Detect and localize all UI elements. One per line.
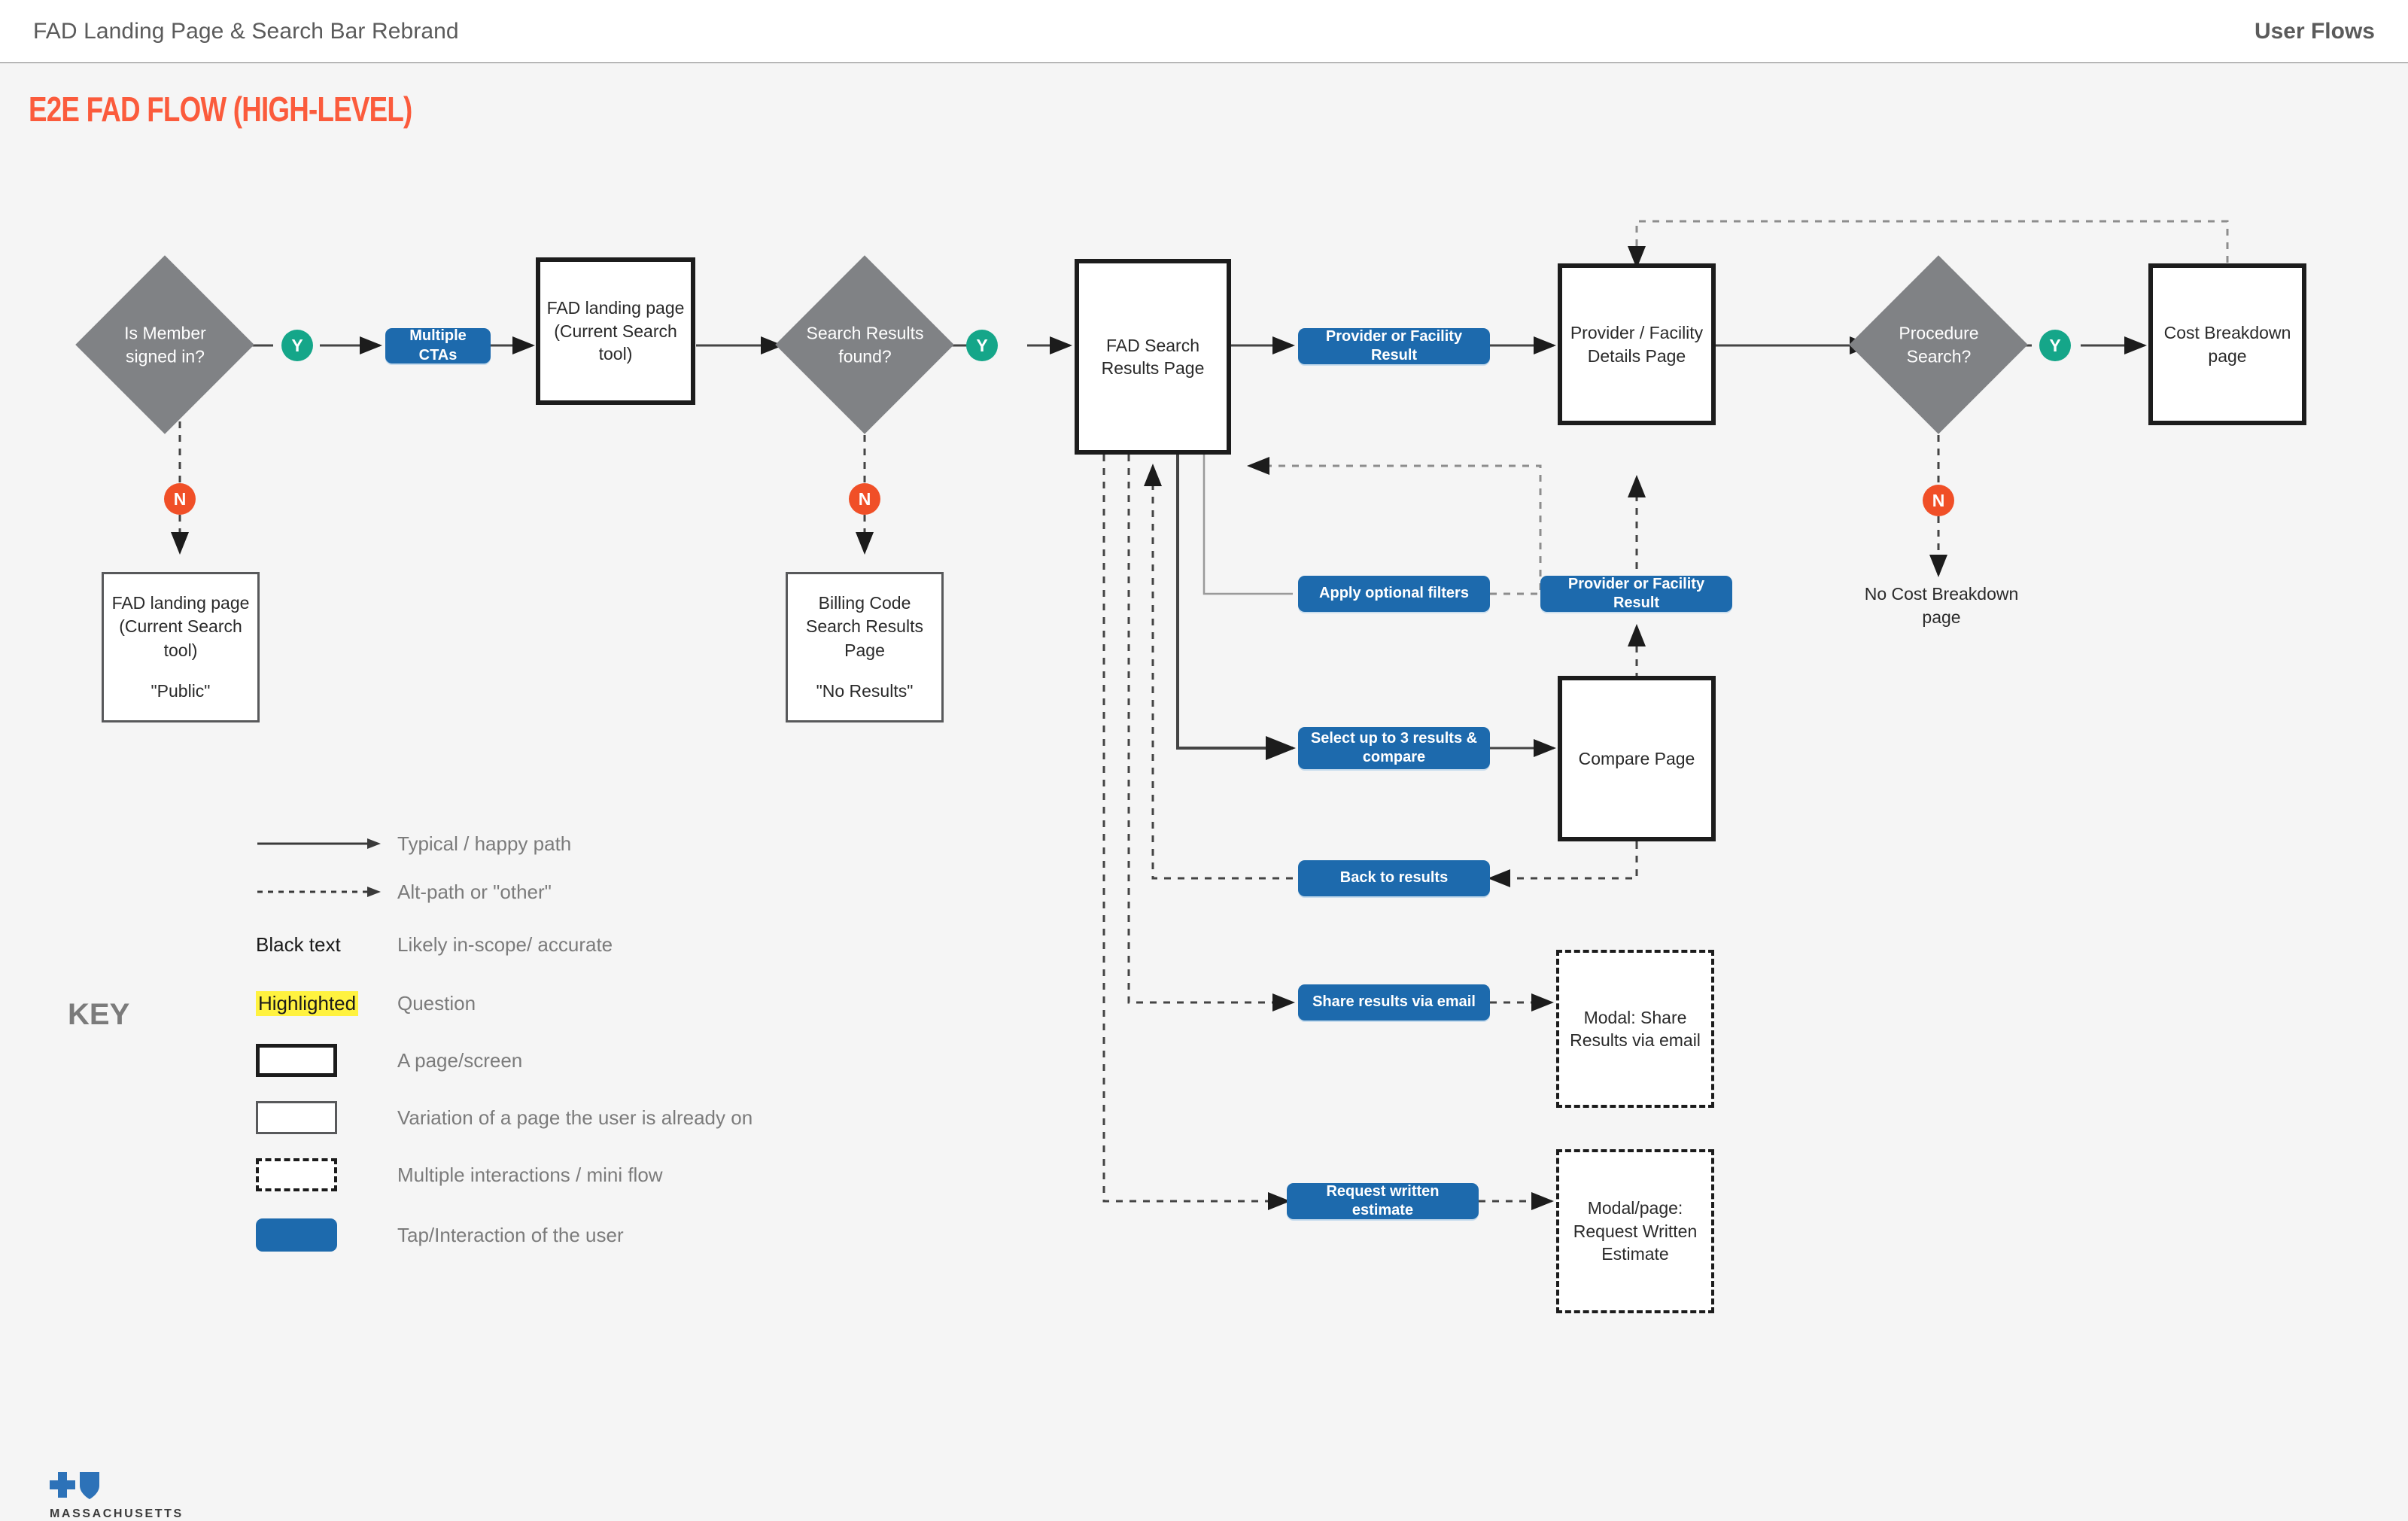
legend-label-tap: Tap/Interaction of the user [397,1223,624,1246]
legend-row-black-text: Black text Likely in-scope/ accurate [256,924,613,965]
miniflow-modal-request-estimate[interactable]: Modal/page: Request Written Estimate [1556,1149,1714,1313]
dashed-arrow-icon [256,884,391,900]
legend-label-page-screen: A page/screen [397,1048,523,1072]
page-compare[interactable]: Compare Page [1558,676,1716,841]
variation-fad-landing-public-line2: "Public" [150,680,211,701]
badge-yes-procedure-search: Y [2039,330,2071,361]
legend-row-tap: Tap/Interaction of the user [256,1215,624,1255]
page-fad-search-results[interactable]: FAD Search Results Page [1075,259,1231,455]
variation-fad-landing-public-line1: FAD landing page (Current Search tool) [111,592,250,660]
decision-is-member-signed-in-label: Is Member signed in? [123,323,206,366]
legend-row-miniflow: Multiple interactions / mini flow [256,1154,663,1195]
tap-request-written-estimate[interactable]: Request written estimate [1287,1183,1479,1219]
legend-title: KEY [68,998,130,1031]
legend-row-highlighted: Highlighted Question [256,983,476,1024]
decision-search-results-found: Search Results found? [775,255,954,434]
page-fad-landing[interactable]: FAD landing page (Current Search tool) [536,257,695,405]
tap-select-up-to-3-results[interactable]: Select up to 3 results & compare [1298,727,1490,769]
legend-row-alt-path: Alt-path or "other" [256,872,552,912]
miniflow-box-icon [256,1158,337,1191]
tap-multiple-ctas[interactable]: Multiple CTAs [385,327,491,364]
decision-is-member-signed-in: Is Member signed in? [75,255,254,434]
page-cost-breakdown[interactable]: Cost Breakdown page [2148,263,2306,425]
badge-yes-signed-in: Y [281,330,313,361]
legend-label-black-text: Likely in-scope/ accurate [397,932,613,956]
tap-apply-optional-filters[interactable]: Apply optional filters [1298,576,1490,612]
legend-label-miniflow: Multiple interactions / mini flow [397,1163,663,1186]
badge-yes-results-found: Y [966,330,998,361]
legend-label-highlighted: Question [397,991,476,1015]
legend-label-typical-path: Typical / happy path [397,832,572,855]
solid-arrow-icon [256,835,391,852]
variation-fad-landing-public[interactable]: FAD landing page (Current Search tool) "… [102,572,260,722]
tap-provider-or-facility-result-mid[interactable]: Provider or Facility Result [1540,576,1732,612]
tap-back-to-results[interactable]: Back to results [1298,860,1490,896]
logo-wordmark: MASSACHUSETTS [50,1507,184,1520]
badge-no-results-found: N [849,483,880,515]
legend-label-variation: Variation of a page the user is already … [397,1106,753,1129]
app-header: FAD Landing Page & Search Bar Rebrand Us… [0,0,2408,63]
legend-row-typical-path: Typical / happy path [256,823,571,864]
tap-share-results-via-email[interactable]: Share results via email [1298,984,1490,1021]
variation-billing-code-no-results[interactable]: Billing Code Search Results Page "No Res… [786,572,944,722]
badge-no-signed-in: N [164,483,196,515]
variation-box-icon [256,1101,337,1134]
flow-title: E2E FAD FLOW (HIGH-LEVEL) [29,90,412,129]
cross-shield-icon [50,1472,99,1499]
miniflow-modal-share-results[interactable]: Modal: Share Results via email [1556,950,1714,1108]
tap-provider-or-facility-result-top[interactable]: Provider or Facility Result [1298,328,1490,364]
legend-row-variation: Variation of a page the user is already … [256,1097,752,1138]
badge-no-procedure-search: N [1923,485,1954,516]
header-right-label: User Flows [2254,18,2375,44]
legend-row-page-screen: A page/screen [256,1040,522,1081]
legend-swatch-black-text: Black text [256,932,341,956]
page-title: FAD Landing Page & Search Bar Rebrand [33,18,459,44]
decision-search-results-found-label: Search Results found? [806,323,923,366]
page-box-icon [256,1044,337,1077]
flow-canvas: Is Member signed in? Y N Multiple CTAs F… [0,63,2408,1520]
page-provider-facility-details[interactable]: Provider / Facility Details Page [1558,263,1716,425]
bcbs-massachusetts-logo: MASSACHUSETTS [50,1472,184,1521]
billing-code-line1: Billing Code Search Results Page [806,592,923,660]
legend-label-alt-path: Alt-path or "other" [397,880,552,903]
decision-procedure-search: Procedure Search? [1849,255,2028,434]
decision-procedure-search-label: Procedure Search? [1898,323,1979,366]
billing-code-line2: "No Results" [816,680,914,701]
label-no-cost-breakdown-page: No Cost Breakdown page [1864,584,2019,627]
legend-swatch-highlighted: Highlighted [256,990,359,1016]
tap-box-icon [256,1218,337,1252]
